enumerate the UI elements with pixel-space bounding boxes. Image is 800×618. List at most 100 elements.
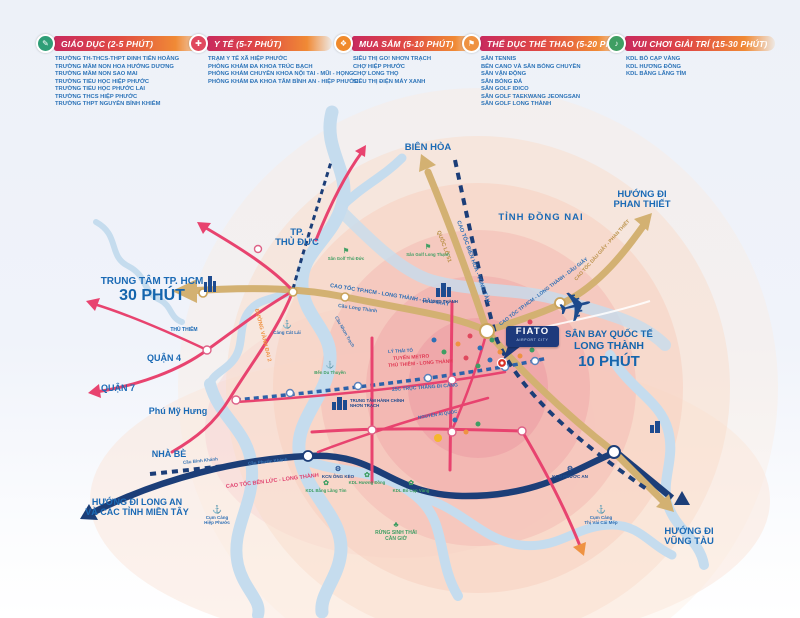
label-dong-nai: TỈNH ĐỒNG NAI (498, 212, 584, 223)
label-hcm-center: TRUNG TÂM TP. HCM (100, 276, 204, 287)
poi-label: Bến Du Thuyền (314, 370, 346, 376)
dashed-routes (149, 159, 650, 492)
arrow-vung-tau-gold (656, 494, 674, 512)
poi-marina: ⚓ Bến Du Thuyền (306, 362, 354, 376)
fiato-callout-tail (503, 346, 521, 360)
arrow-long-an (80, 504, 98, 520)
poi-label: Hiệp Phước (204, 519, 230, 525)
legend-item: KDL BẰNG LĂNG TÍM (626, 71, 687, 78)
poi-label: Sân Golf Long Thạnh (406, 252, 450, 258)
legend-item: SÂN BÓNG ĐÁ (481, 78, 523, 85)
label-long-an-1: HƯỚNG ĐI LONG AN (91, 497, 183, 507)
flower-icon: ✿ (408, 480, 414, 487)
legend-item: TRƯỜNG MẦM NON HOA HƯỚNG DƯƠNG (55, 63, 174, 70)
project-pin-icon (496, 357, 508, 369)
poi-hiep-phuoc-port: ⚓ Cụm Cảng Hiệp Phước (192, 505, 242, 525)
label-phu-my-hung: Phú Mỹ Hưng (148, 406, 208, 416)
arrow-hcm-center (172, 279, 197, 303)
legend-item: PHÒNG KHÁM CHUYÊN KHOA NỘI TAI - MŨI - H… (208, 71, 354, 78)
poi-kdl-huong-dong: ✿ KDL Hương Đồng (342, 472, 392, 486)
legend-section-shopping: ❖ MUA SẮM (5-10 PHÚT) SIÊU THỊ GO! NHƠN … (334, 34, 481, 86)
poi-label: TRUNG TÂM HÀNH CHÍNH (350, 398, 405, 403)
poi-label: KCN ÔNG KÈO (321, 474, 355, 480)
poi-golf-long-thanh: ⚑ Sân Golf Long Thạnh (402, 244, 454, 258)
poi-label: KDL Bò Cạp Vàng (392, 488, 430, 494)
poi-admin-center: TRUNG TÂM HÀNH CHÍNH NHƠN TRẠCH (350, 398, 408, 408)
route-thu-thiem-rail (291, 161, 333, 290)
tree-icon: ♣ (393, 520, 399, 529)
town-building-icon (436, 283, 451, 297)
arrow-phan-thiet (634, 213, 652, 231)
gold-arrows (172, 154, 674, 512)
legend-header: ❖ MUA SẮM (5-10 PHÚT) (334, 34, 481, 53)
label-thu-duc-2: THỦ ĐỨC (275, 237, 319, 248)
label-vung-tau-2: VŨNG TÀU (664, 536, 714, 547)
flower-icon: ✿ (323, 480, 329, 487)
legend-item: TRẠM Y TẾ XÃ HIỆP PHƯỚC (208, 56, 288, 62)
poi-label: KDL Hương Đồng (348, 480, 386, 486)
label-bien-hoa: BIÊN HÒA (404, 142, 452, 153)
legend-header: ✎ GIÁO DỤC (2-5 PHÚT) (36, 34, 206, 53)
sports-icon: ⚑ (462, 34, 481, 53)
legend-item: SÂN VẬN ĐỘNG (481, 71, 527, 78)
marina-anchor-icon: ⚓ (325, 362, 335, 369)
legend-item: SÂN GOLF TAEKWANG JEONGSAN (481, 93, 581, 100)
legend-title: THỂ DỤC THỂ THAO (5-20 PHÚT) (487, 38, 627, 49)
legend-item: TRƯỜNG TH-THCS-THPT ĐINH TIÊN HOÀNG (55, 56, 180, 62)
label-thu-duc-1: TP. (290, 227, 304, 238)
factory-icon: ⚙ (566, 466, 574, 473)
label-airport-time: 10 PHÚT (578, 353, 640, 370)
poi-label: Cụm Cảng (205, 514, 229, 520)
pink-arrows (86, 145, 586, 556)
poi-label: RỪNG SINH THÁI (375, 529, 417, 536)
legend-item: BẾN CANO VÀ SÂN BÓNG CHUYỀN (481, 63, 581, 70)
legend-title: MUA SẮM (5-10 PHÚT) (359, 38, 454, 49)
legend-item: SÂN GOLF LONG THÀNH (481, 101, 552, 108)
legend-item: TRƯỜNG TIỂU HỌC PHƯỚC LAI (55, 86, 146, 93)
legend-item: PHÒNG KHÁM ĐA KHOA TÂM BÌNH AN - HIỆP PH… (208, 78, 359, 85)
legend-header: ✚ Y TẾ (5-7 PHÚT) (189, 34, 332, 53)
golf-flag-icon: ⚑ (424, 244, 432, 251)
poi-label: CẦN GIỜ (385, 535, 407, 542)
poi-label: Sân Golf Thủ Đức (327, 256, 365, 262)
arrow-vung-tau-navy (674, 491, 690, 505)
anchor-icon: ⚓ (596, 505, 606, 514)
admin-building-icon (332, 397, 347, 410)
legend-item: TRƯỜNG MẦM NON SAO MAI (55, 71, 138, 78)
poi-label: Thị Vải Cái Mép (584, 519, 618, 525)
label-phan-thiet-1: HƯỚNG ĐI (617, 189, 667, 200)
project-subtitle: AIRPORT CITY (516, 338, 549, 342)
route-bien-hoa-vung-tau (453, 159, 650, 492)
label-airport-1: SÂN BAY QUỐC TẾ (565, 329, 653, 340)
poi-label: Cảng Cát Lái (273, 329, 301, 335)
legend-title: VUI CHƠI GIẢI TRÍ (15-30 PHÚT) (632, 38, 768, 49)
arrow-quan7 (88, 384, 101, 398)
label-nha-be: NHÀ BÈ (151, 449, 187, 459)
shopping-icon: ❖ (334, 34, 353, 53)
label-long-an-2: VÀ CÁC TỈNH MIỀN TÂY (85, 507, 189, 517)
entertainment-icon: ♪ (607, 34, 626, 53)
legend-item: SIÊU THỊ ĐIỆN MÁY XANH (353, 78, 426, 85)
legend-item: CHỢ HIỆP PHƯỚC (353, 63, 405, 70)
poi-can-gio-forest: ♣ RỪNG SINH THÁI CẦN GIỜ (365, 520, 427, 542)
legend-header: ⚑ THỂ DỤC THỂ THAO (5-20 PHÚT) (462, 34, 627, 53)
district-building-icon (650, 421, 660, 433)
factory-icon: ⚙ (334, 466, 342, 473)
label-phan-thiet-2: PHAN THIẾT (613, 199, 671, 210)
legend-item: KDL BÒ CẠP VÀNG (626, 56, 681, 62)
golf-flag-icon: ⚑ (342, 248, 350, 255)
poi-label: Cụm Cảng (589, 514, 613, 520)
arrow-quan4 (86, 298, 100, 311)
poi-thi-vai-port: ⚓ Cụm Cảng Thị Vải Cái Mép (572, 505, 630, 525)
medical-icon: ✚ (189, 34, 208, 53)
label-hcm-time: 30 PHÚT (119, 287, 185, 304)
project-name: FIATO (515, 326, 550, 337)
arrow-nw (197, 222, 211, 234)
poi-tt-long-thanh: TT. LONG THÀNH (414, 299, 466, 304)
legend-item: CHỢ LONG THỌ (353, 71, 399, 78)
poi-label: KDL Bằng Lăng Tím (305, 488, 347, 494)
legend-item-list: TRẠM Y TẾ XÃ HIỆP PHƯỚC PHÒNG KHÁM ĐA KHO… (207, 56, 358, 86)
legend-item: KDL HƯƠNG ĐỒNG (626, 63, 682, 70)
